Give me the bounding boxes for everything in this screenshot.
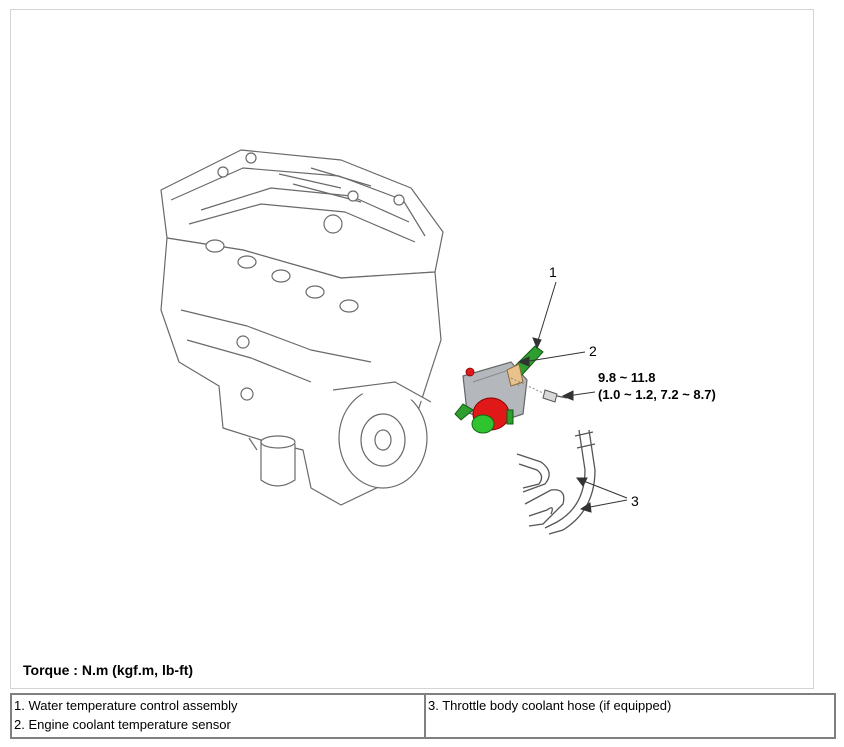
leader-lines (517, 281, 628, 513)
diagram-frame: 1 2 3 9.8 ~ 11.8 (1.0 ~ 1.2, 7.2 ~ 8.7) … (10, 9, 814, 689)
legend-cell-right: 3. Throttle body coolant hose (if equipp… (424, 693, 836, 739)
legend-row: 1. Water temperature control assembly 2.… (10, 693, 836, 739)
legend-item-3: 3. Throttle body coolant hose (if equipp… (428, 698, 672, 713)
callout-2: 2 (589, 343, 597, 359)
callout-3: 3 (631, 493, 639, 509)
legend-item-1: 1. Water temperature control assembly (14, 698, 238, 713)
legend-table: 1. Water temperature control assembly 2.… (10, 693, 836, 739)
torque-spec-line2: (1.0 ~ 1.2, 7.2 ~ 8.7) (598, 387, 716, 402)
water-temperature-control-assembly (454, 361, 528, 434)
torque-caption: Torque : N.m (kgf.m, lb-ft) (23, 662, 194, 678)
torque-spec: 9.8 ~ 11.8 (1.0 ~ 1.2, 7.2 ~ 8.7) (598, 369, 716, 403)
engine-diagram (160, 149, 628, 535)
torque-spec-line1: 9.8 ~ 11.8 (598, 370, 656, 385)
legend-cell-left: 1. Water temperature control assembly 2.… (10, 693, 426, 739)
callout-1: 1 (549, 264, 557, 280)
legend-item-2: 2. Engine coolant temperature sensor (14, 717, 231, 732)
engine-block (160, 149, 444, 506)
bolt (510, 377, 568, 403)
